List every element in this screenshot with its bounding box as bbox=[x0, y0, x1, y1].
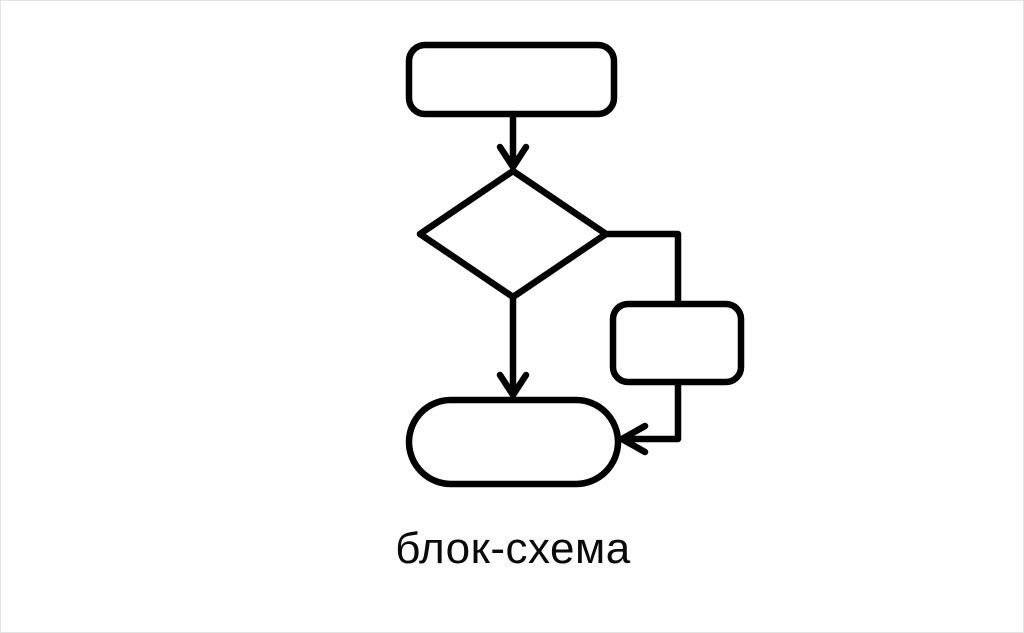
end-terminator-node bbox=[405, 396, 622, 488]
diagram-caption: блок-схема bbox=[395, 524, 631, 573]
arrowhead-left-icon bbox=[618, 422, 649, 456]
edge-decision-to-process bbox=[602, 230, 682, 308]
process-node bbox=[609, 300, 745, 386]
arrowhead-down-icon bbox=[496, 143, 530, 171]
decision-node bbox=[416, 167, 610, 301]
arrowhead-down-icon bbox=[496, 371, 530, 399]
edge-process-to-end bbox=[621, 378, 682, 443]
start-terminator-node bbox=[405, 41, 618, 118]
